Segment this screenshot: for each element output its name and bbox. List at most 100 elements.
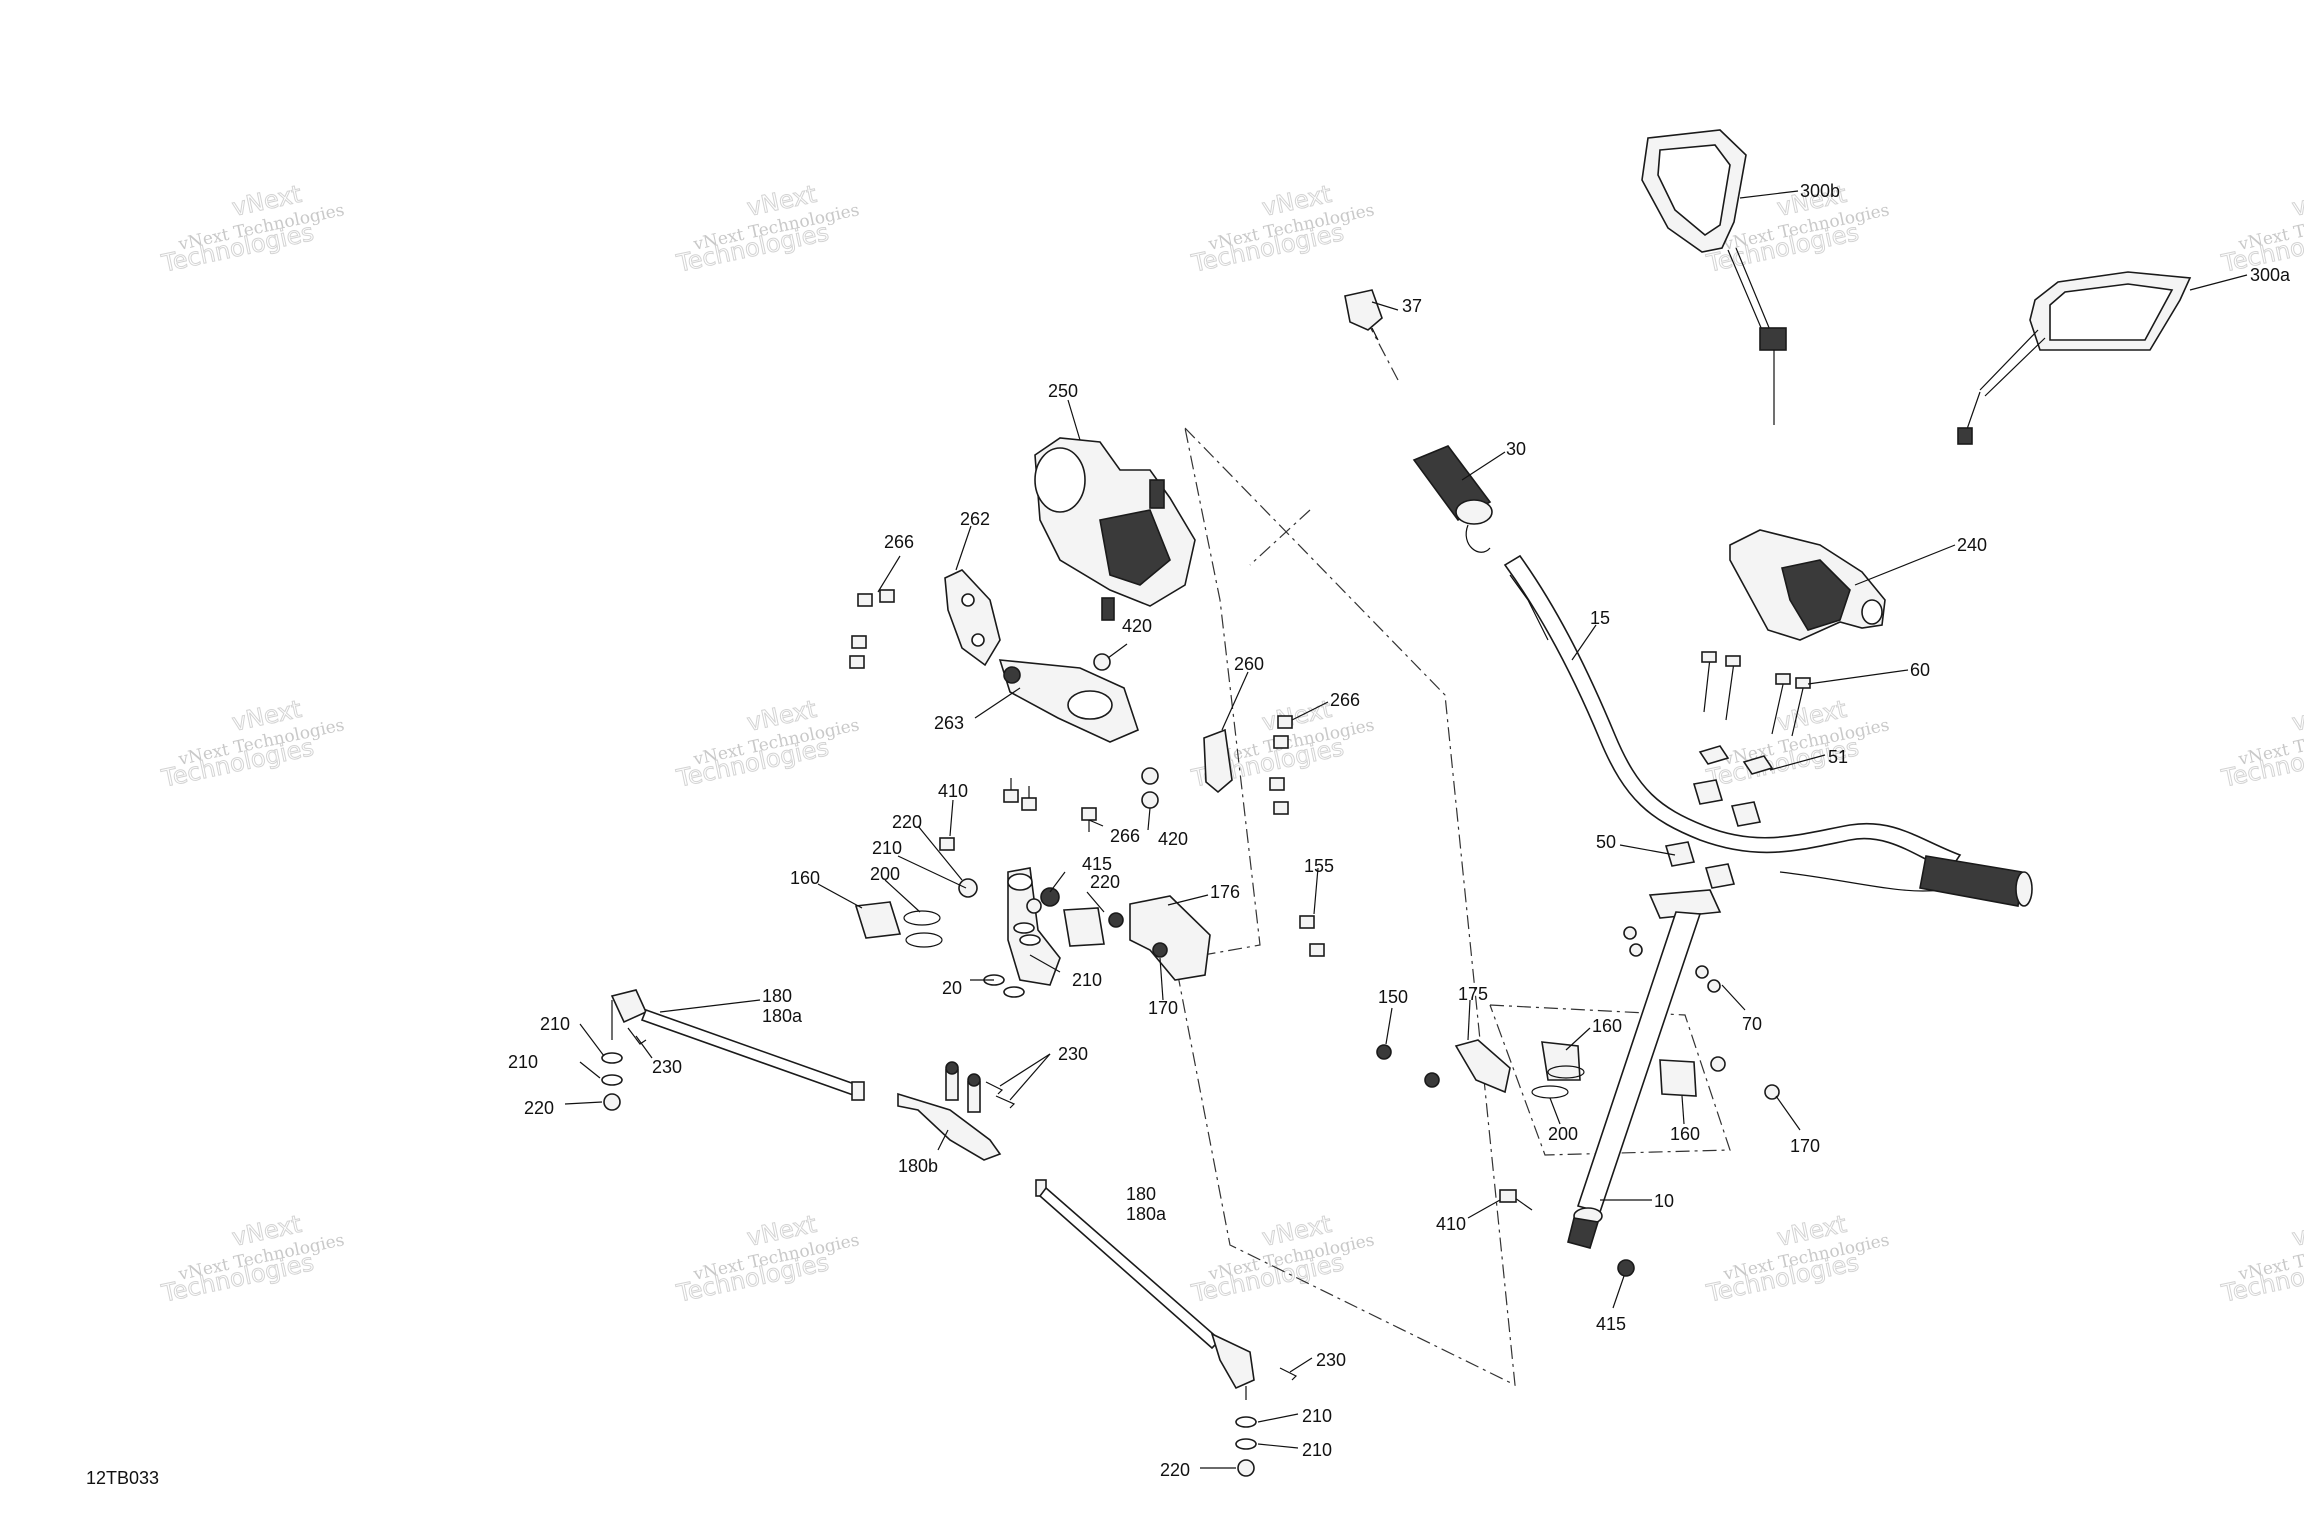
- callout-263: 263: [934, 713, 964, 733]
- watermark: vNext Technologies vNext Technologies: [673, 1209, 861, 1308]
- tie-rod-upper: [601, 989, 865, 1111]
- callout-210-d: 210: [508, 1052, 538, 1072]
- bracket-260: [1203, 728, 1233, 794]
- callout-266-a: 266: [884, 532, 914, 552]
- power-steering-250: [1034, 437, 1196, 621]
- callout-50: 50: [1596, 832, 1616, 852]
- callout-210-a: 210: [872, 838, 902, 858]
- callout-415-b: 415: [1596, 1314, 1626, 1334]
- callout-200-b: 200: [1548, 1124, 1578, 1144]
- mirror-300b: [1641, 129, 1787, 425]
- callout-200-a: 200: [870, 864, 900, 884]
- watermark: vNext Technologies vNext Technologies: [158, 179, 346, 278]
- callout-51: 51: [1828, 747, 1848, 767]
- callout-420-b: 420: [1158, 829, 1188, 849]
- bolts-60: [1701, 651, 1811, 737]
- column-clamp-outline: [1489, 1004, 1731, 1156]
- watermark: vNext Technologies vNext Technologies: [2218, 1209, 2304, 1308]
- callout-220-d: 220: [1160, 1460, 1190, 1480]
- pitman-arm-20: [939, 837, 1061, 998]
- callout-266-b: 266: [1330, 690, 1360, 710]
- callout-220-a: 220: [892, 812, 922, 832]
- tie-rod-lower: [1035, 1179, 1257, 1477]
- callout-410-b: 410: [1436, 1214, 1466, 1234]
- right-grip: [1919, 855, 2033, 907]
- callout-415-a: 415: [1082, 854, 1112, 874]
- svg-text:vNext: vNext: [2290, 695, 2304, 737]
- callout-410-a: 410: [938, 781, 968, 801]
- column-clamps: [1376, 1039, 1780, 1277]
- svg-text:vNext: vNext: [2290, 1210, 2304, 1252]
- callout-160-b: 160: [1592, 1016, 1622, 1036]
- svg-text:vNext: vNext: [2290, 180, 2304, 222]
- callout-15: 15: [1590, 608, 1610, 628]
- bar-end-37: [1344, 289, 1383, 341]
- steering-assembly-outline: [1174, 427, 1516, 1387]
- callout-176: 176: [1210, 882, 1240, 902]
- callout-260: 260: [1234, 654, 1264, 674]
- callout-210-e: 210: [1302, 1406, 1332, 1426]
- callout-180b: 180b: [898, 1156, 938, 1176]
- callout-300b: 300b: [1800, 181, 1840, 201]
- callout-220-c: 220: [524, 1098, 554, 1118]
- callout-266-c: 266: [1110, 826, 1140, 846]
- callout-37: 37: [1402, 296, 1422, 316]
- watermark: vNext Technologies vNext Technologies: [673, 694, 861, 793]
- callout-175: 175: [1458, 984, 1488, 1004]
- bracket-263: [998, 659, 1139, 743]
- callout-160-c: 160: [1670, 1124, 1700, 1144]
- callout-262: 262: [960, 509, 990, 529]
- callout-70: 70: [1742, 1014, 1762, 1034]
- assembly-outlines: [1174, 297, 1731, 1387]
- callout-230-b: 230: [1058, 1044, 1088, 1064]
- callout-180-a: 180: [762, 986, 792, 1006]
- mount-axis: [1249, 509, 1311, 566]
- callout-230-c: 230: [1316, 1350, 1346, 1370]
- clamps-50-51: [1664, 745, 1774, 889]
- leader-lines: [564, 190, 2248, 1469]
- watermark: vNext Technologies vNext Technologies: [2218, 694, 2304, 793]
- watermark: vNext Technologies vNext Technologies: [2218, 179, 2304, 278]
- callout-240: 240: [1957, 535, 1987, 555]
- grip-30: [1412, 445, 1493, 553]
- callout-210-f: 210: [1302, 1440, 1332, 1460]
- cotter-pins-230: [627, 1027, 1298, 1381]
- callout-155: 155: [1304, 856, 1334, 876]
- watermark: vNext Technologies vNext Technologies: [1188, 179, 1376, 278]
- callout-160-a: 160: [790, 868, 820, 888]
- watermark: vNext Technologies vNext Technologies: [673, 179, 861, 278]
- clamps-160-176: [854, 895, 1325, 981]
- callout-180a-a: 180a: [762, 1006, 803, 1026]
- cover-240: [1729, 529, 1886, 641]
- callout-150: 150: [1378, 987, 1408, 1007]
- callout-230-a: 230: [652, 1057, 682, 1077]
- column-axis: [1354, 297, 1399, 381]
- watermark: vNext Technologies vNext Technologies: [1188, 1209, 1376, 1308]
- callout-170-b: 170: [1790, 1136, 1820, 1156]
- callout-180-b: 180: [1126, 1184, 1156, 1204]
- callout-10: 10: [1654, 1191, 1674, 1211]
- watermark: vNext Technologies vNext Technologies: [158, 694, 346, 793]
- bracket-262: [944, 569, 1001, 667]
- mirror-300a: [1957, 271, 2192, 445]
- callout-labels: 300b 300a 37 30 240 15 60 51 50 70 250 2…: [508, 181, 2291, 1480]
- callout-170-a: 170: [1148, 998, 1178, 1018]
- watermark: vNext Technologies vNext Technologies: [1703, 694, 1891, 793]
- callout-300a: 300a: [2250, 265, 2291, 285]
- callout-210-b: 210: [1072, 970, 1102, 990]
- callout-20: 20: [942, 978, 962, 998]
- watermark: vNext Technologies vNext Technologies: [158, 1209, 346, 1308]
- callout-250: 250: [1048, 381, 1078, 401]
- callout-180a-b: 180a: [1126, 1204, 1167, 1224]
- callout-420-a: 420: [1122, 616, 1152, 636]
- center-link-180b: [897, 1061, 1002, 1161]
- handlebar-15: [1503, 554, 1962, 892]
- watermark: vNext Technologies vNext Technologies: [1703, 1209, 1891, 1308]
- steering-column-10: [1567, 889, 1722, 1249]
- callout-220-b: 220: [1090, 872, 1120, 892]
- fasteners-266-420: [849, 589, 1293, 832]
- bolt-410-right: [1499, 1189, 1533, 1211]
- diagram-reference: 12TB033: [86, 1468, 159, 1488]
- callout-210-c: 210: [540, 1014, 570, 1034]
